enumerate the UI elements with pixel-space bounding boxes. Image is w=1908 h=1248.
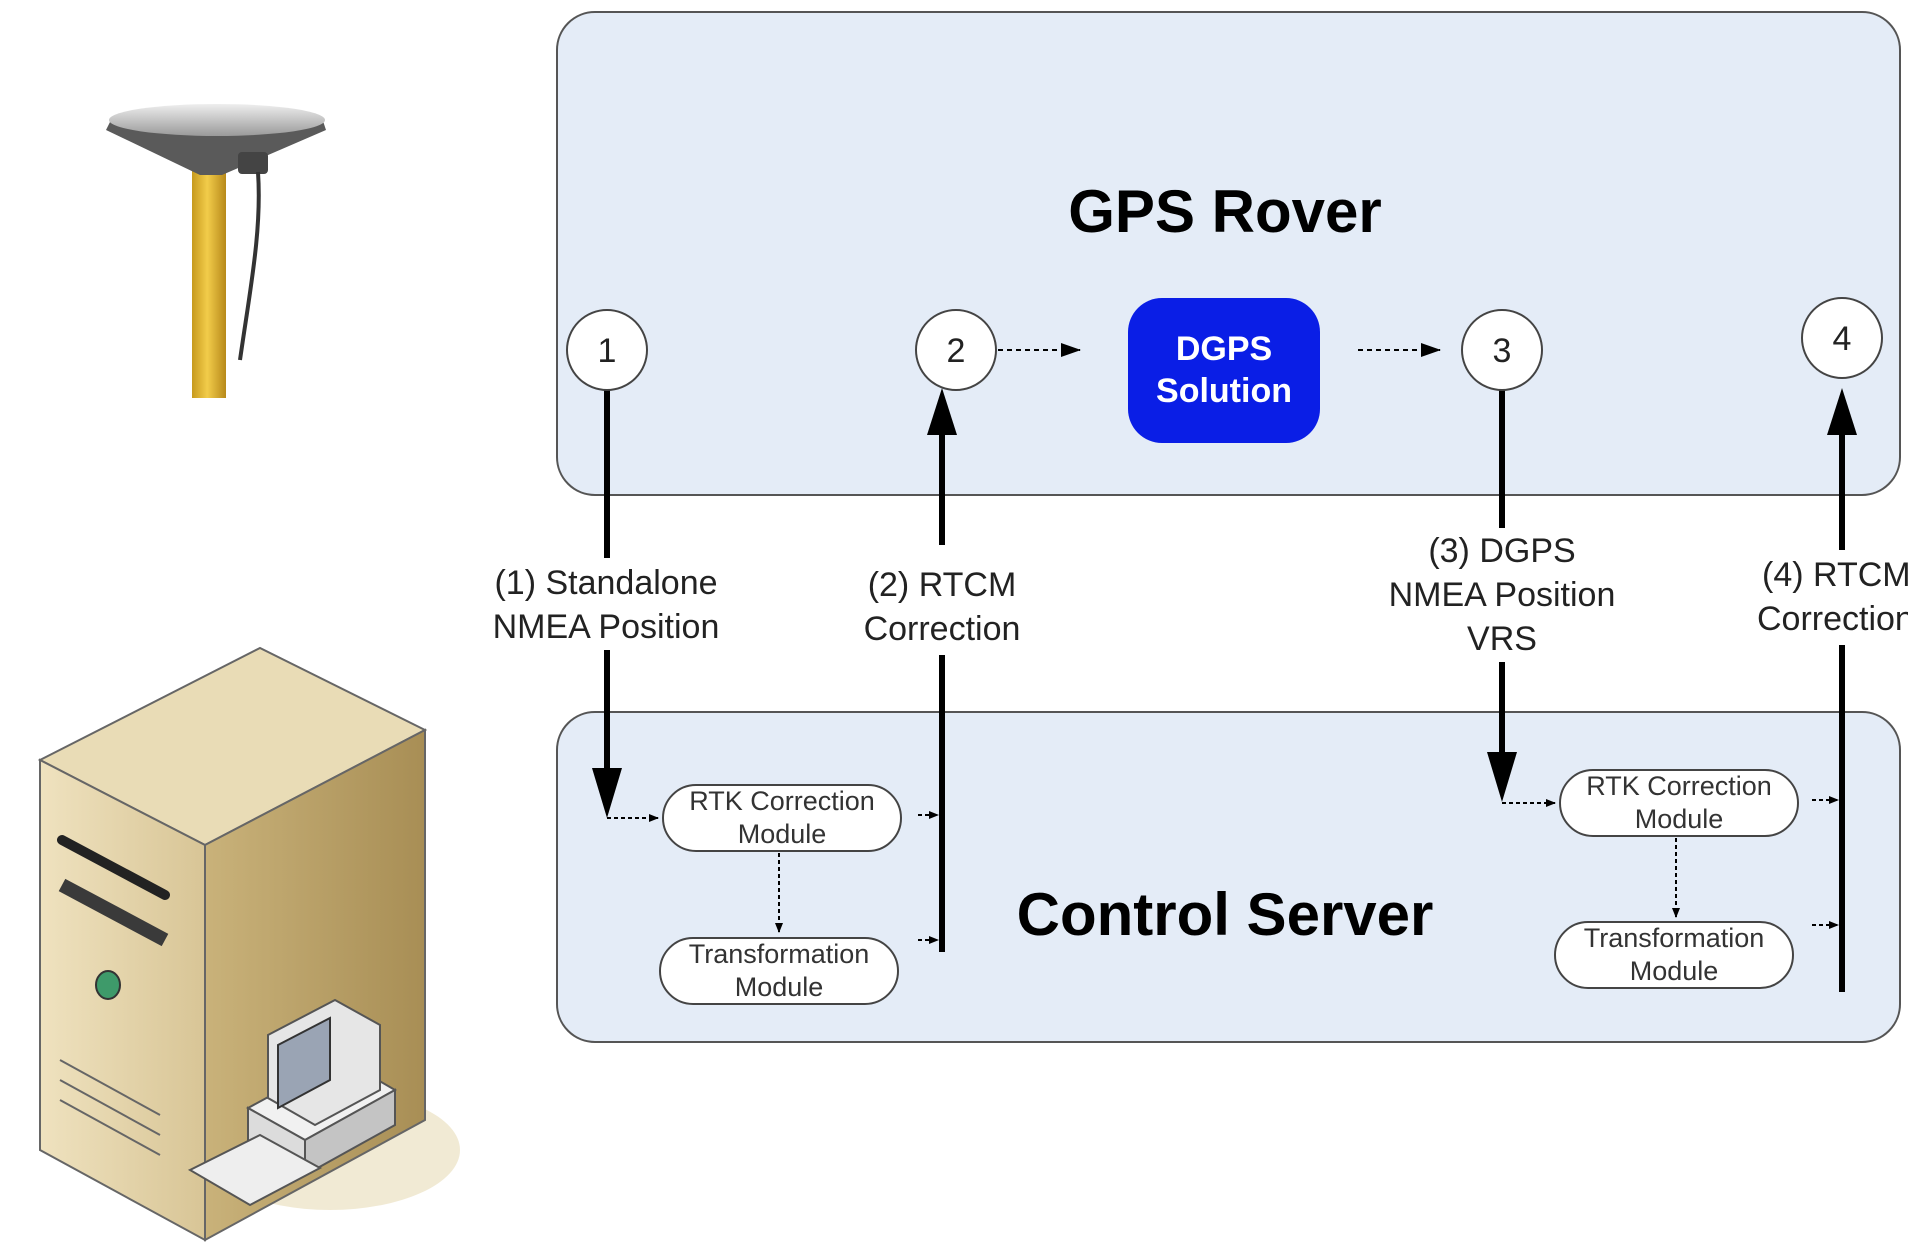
gps-rover-title: GPS Rover xyxy=(1068,178,1381,245)
dgps-solution-box xyxy=(1128,298,1320,443)
flow1-label-line2: NMEA Position xyxy=(493,608,720,646)
node-4-circle xyxy=(1801,297,1883,379)
node-2-label: 2 xyxy=(947,332,966,370)
transform-module-right-line2: Module xyxy=(1630,956,1719,986)
flow4-label-line1: (4) RTCM xyxy=(1762,556,1908,594)
flow3-arrowhead xyxy=(1487,752,1517,802)
flow1-arrowhead xyxy=(592,768,622,818)
rtk-module-left-line2: Module xyxy=(738,819,827,849)
node-3-circle xyxy=(1461,309,1543,391)
flow4-label-line2: Correction xyxy=(1757,600,1908,638)
transform-module-right xyxy=(1554,921,1794,989)
transform-module-left-line2: Module xyxy=(735,972,824,1002)
flow2-label-line1: (2) RTCM xyxy=(868,566,1017,604)
dgps-label-line2: Solution xyxy=(1156,372,1292,410)
flow2-arrowhead xyxy=(927,388,957,435)
transform-module-left-line1: Transformation xyxy=(689,939,870,969)
control-server-title: Control Server xyxy=(1017,881,1434,948)
server-computer-icon xyxy=(37,646,460,1242)
node-1-label: 1 xyxy=(598,332,617,370)
flow3-label-line3: VRS xyxy=(1467,620,1537,658)
rtk-module-left xyxy=(662,784,902,852)
transform-module-right-line1: Transformation xyxy=(1584,923,1765,953)
gps-antenna-icon xyxy=(106,104,326,398)
node-4-label: 4 xyxy=(1833,320,1852,358)
transform-module-left xyxy=(659,937,899,1005)
flow1-label-line1: (1) Standalone xyxy=(494,564,717,602)
flow3-label-line2: NMEA Position xyxy=(1389,576,1616,614)
dgps-label-line1: DGPS xyxy=(1176,330,1272,368)
flow4-arrowhead xyxy=(1827,388,1857,435)
flow2-label-line2: Correction xyxy=(864,610,1021,648)
node-3-label: 3 xyxy=(1493,332,1512,370)
node-1-circle xyxy=(566,309,648,391)
flow3-label-line1: (3) DGPS xyxy=(1428,532,1575,570)
rtk-module-left-line1: RTK Correction xyxy=(689,786,875,816)
gps-rover-panel xyxy=(556,11,1901,496)
rtk-module-right-line2: Module xyxy=(1635,804,1724,834)
node-2-circle xyxy=(915,309,997,391)
rtk-module-right-line1: RTK Correction xyxy=(1586,771,1772,801)
rtk-module-right xyxy=(1559,769,1799,837)
